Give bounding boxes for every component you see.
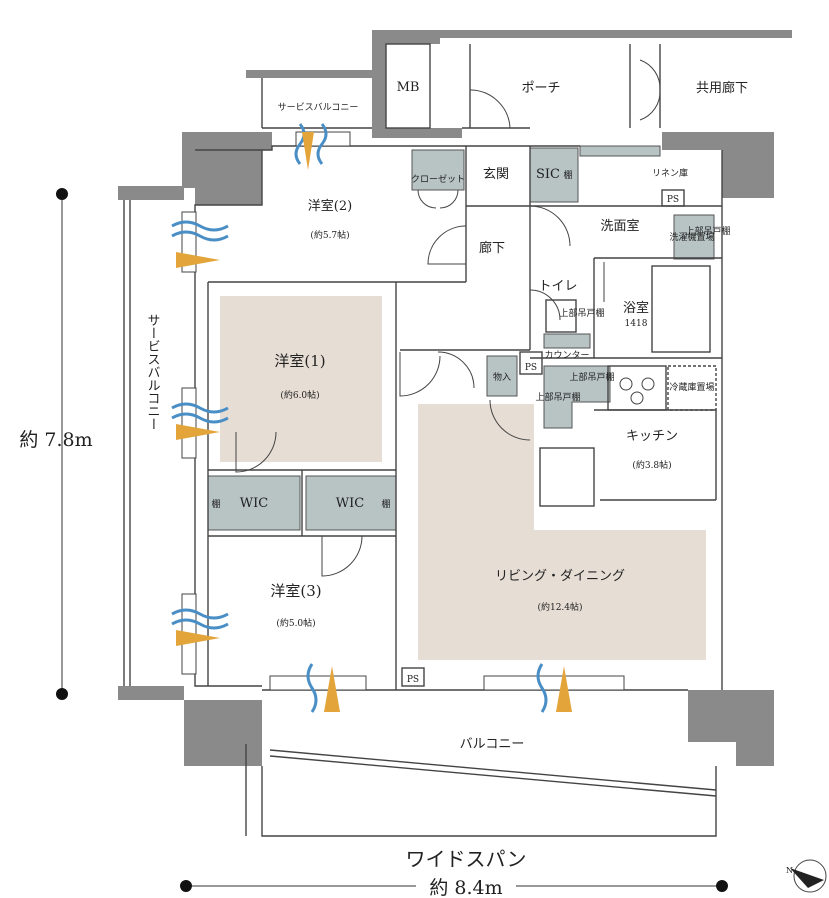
western-room-2-label: 洋室(2) xyxy=(308,198,352,214)
common-corridor-label: 共用廊下 xyxy=(696,80,748,96)
western-room-1-size: (約6.0帖) xyxy=(280,389,319,401)
wic-2-shelf-label: 棚 xyxy=(381,498,390,510)
kitchen-upper-cabinet-label-2: 上部吊戸棚 xyxy=(535,391,580,403)
bath-size-label: 1418 xyxy=(625,319,648,329)
exterior-walls xyxy=(118,30,792,766)
fridge-space-label: 冷蔵庫置場 xyxy=(669,381,714,393)
western-room-3-label: 洋室(3) xyxy=(270,582,321,600)
room-labels: MB ポーチ 共用廊下 サービスバルコニー クローゼット 洋室(2) (約5.7… xyxy=(211,80,748,752)
hallway-label: 廊下 xyxy=(479,240,505,256)
door-swings xyxy=(235,59,661,577)
wic-2-label: WIC xyxy=(336,496,364,511)
entrance-label: 玄関 xyxy=(483,167,509,182)
wind-arrow-icon xyxy=(294,123,328,170)
closet-label: クローゼット xyxy=(411,173,465,185)
wind-arrow-icon xyxy=(306,663,340,713)
wic-1-label: WIC xyxy=(240,496,268,511)
western-room-3-size: (約5.0帖) xyxy=(276,617,315,629)
linen-shelf-label: リネン庫 xyxy=(652,167,688,179)
balcony-label: バルコニー xyxy=(460,737,525,752)
storage-areas xyxy=(207,145,715,531)
kitchen-label: キッチン xyxy=(626,429,678,444)
toilet-label: トイレ xyxy=(538,279,577,294)
western-room-1-label: 洋室(1) xyxy=(274,352,325,370)
western-room-2-size: (約5.7帖) xyxy=(310,229,349,241)
interior-walls xyxy=(123,43,723,837)
kitchen-upper-cabinet-label: 上部吊戸棚 xyxy=(569,371,614,383)
wind-arrow-icon xyxy=(171,402,229,440)
washroom-label: 洗面室 xyxy=(600,218,639,234)
service-balcony-top-label: サービスバルコニー xyxy=(278,102,359,113)
living-dining-label: リビング・ダイニング xyxy=(495,569,625,584)
floor-tints xyxy=(220,296,706,660)
mb-label: MB xyxy=(397,80,420,95)
ps-label-lower: PS xyxy=(407,675,419,685)
ps-label-middle: PS xyxy=(525,363,537,373)
stove-icon xyxy=(619,377,655,405)
toilet-upper-cabinet-label: 上部吊戸棚 xyxy=(559,307,604,319)
wide-span-label: ワイドスパン xyxy=(406,847,527,871)
svg-text:N: N xyxy=(786,866,793,875)
counter-label: カウンター xyxy=(544,350,589,361)
width-dimension-label: 約 8.4m xyxy=(429,877,502,898)
height-dimension-label: 約 7.8m xyxy=(19,429,92,451)
ventilation-arrows xyxy=(171,123,572,713)
sic-shelf-label: 棚 xyxy=(563,169,572,181)
porch-label: ポーチ xyxy=(521,81,560,96)
bathroom-label: 浴室 xyxy=(623,300,649,316)
wind-arrow-icon xyxy=(171,220,229,268)
wic-1-shelf-label: 棚 xyxy=(211,498,220,510)
compass-icon: N xyxy=(786,859,827,893)
storage-label: 物入 xyxy=(493,371,511,383)
living-dining-size: (約12.4帖) xyxy=(537,601,582,613)
sic-label: SIC xyxy=(536,167,560,182)
ps-label-upper: PS xyxy=(667,195,679,205)
washroom-upper-cabinet-label: 上部吊戸棚 xyxy=(685,225,730,237)
wind-arrow-icon xyxy=(171,608,229,646)
kitchen-size: (約3.8帖) xyxy=(632,459,671,471)
wind-arrow-icon xyxy=(536,663,572,713)
washer-space-label: 洗濯機置場 xyxy=(669,231,714,243)
service-balcony-side-label: サービスバルコニー xyxy=(145,314,161,431)
